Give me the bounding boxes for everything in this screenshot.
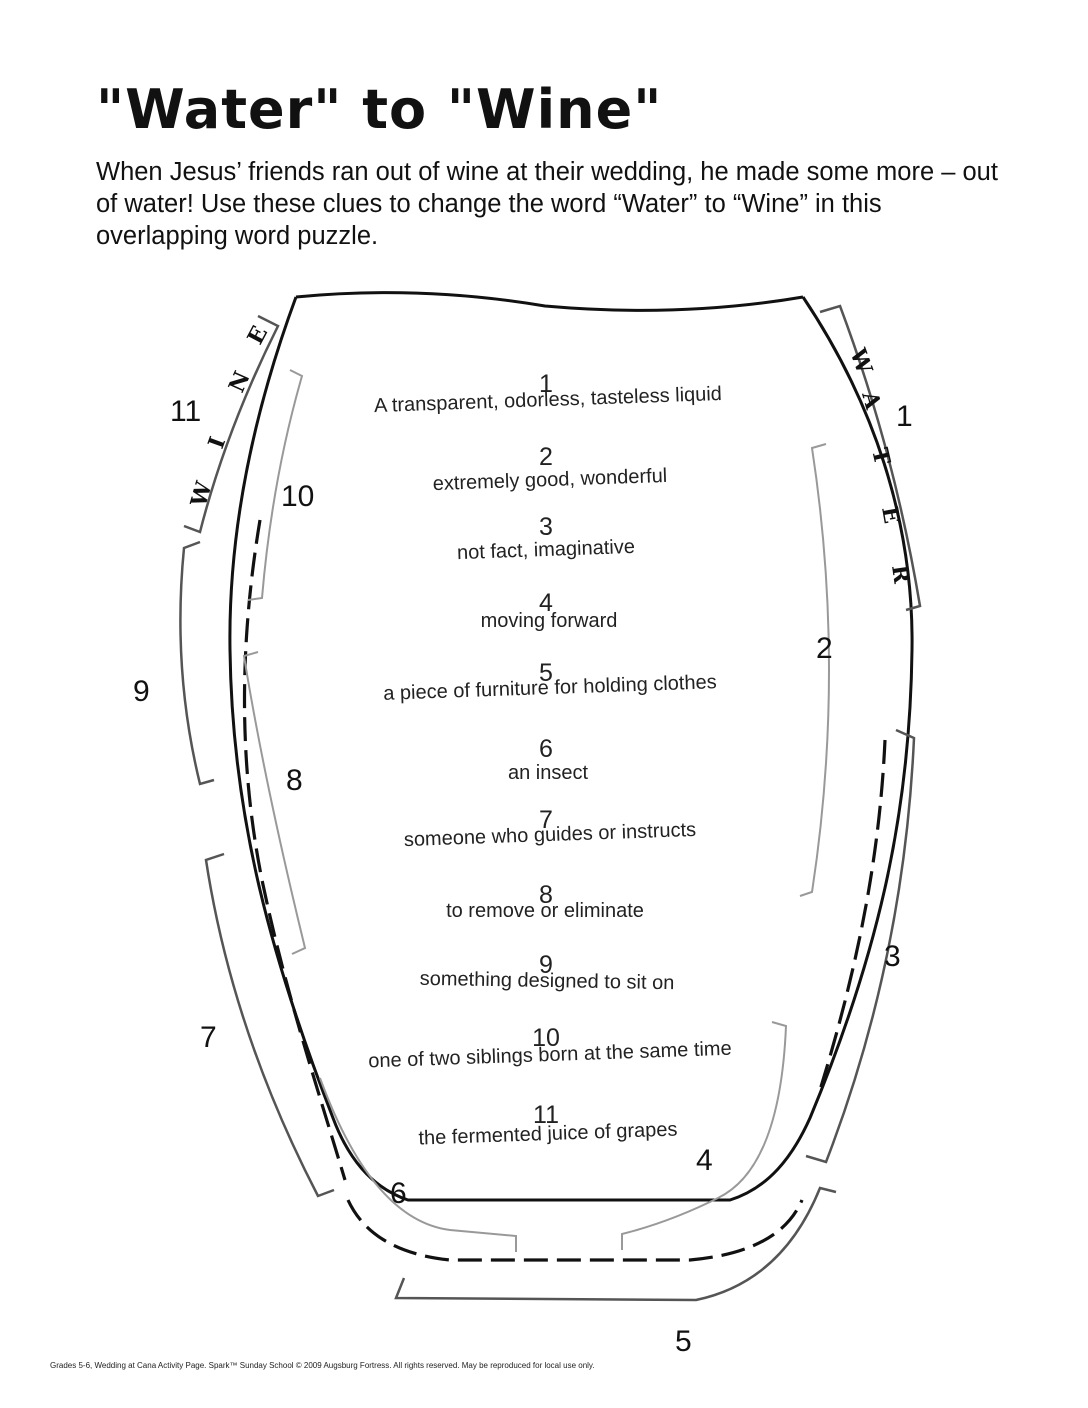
side-number-8: 8 — [286, 764, 303, 797]
side-number-9: 9 — [133, 675, 150, 708]
side-number-1: 1 — [896, 400, 913, 433]
clue-text: someone who guides or instructs — [403, 819, 696, 851]
bracket-6 — [319, 1077, 517, 1252]
end-letter: I — [203, 433, 231, 452]
clue-text: moving forward — [481, 610, 618, 632]
side-number-3: 3 — [884, 940, 901, 973]
side-number-5: 5 — [675, 1325, 692, 1358]
clue-number: 11 — [533, 1101, 559, 1129]
clue-number: 5 — [539, 659, 553, 687]
bracket-3 — [805, 728, 916, 1164]
clue-text: to remove or eliminate — [446, 900, 644, 922]
clue-text: a piece of furniture for holding clothes — [383, 671, 717, 705]
clue-number: 4 — [539, 589, 553, 617]
start-letter: T — [866, 446, 895, 468]
clue-text: extremely good, wonderful — [432, 465, 667, 495]
end-letter: N — [224, 367, 256, 396]
clue-number: 10 — [532, 1024, 560, 1052]
glass-outline — [228, 296, 914, 1202]
clue-text: the fermented juice of grapes — [418, 1118, 678, 1149]
bracket-5 — [394, 1186, 837, 1302]
bracket-1 — [819, 304, 922, 612]
clue-number: 2 — [539, 443, 553, 471]
footer-credit: Grades 5-6, Wedding at Cana Activity Pag… — [50, 1361, 595, 1370]
clue-item: 8to remove or eliminate — [446, 881, 644, 922]
side-number-2: 2 — [816, 632, 833, 665]
start-letter: E — [876, 505, 905, 526]
answer-track-bottom — [346, 1199, 804, 1262]
side-number-4: 4 — [696, 1144, 713, 1177]
clue-number: 3 — [539, 513, 553, 541]
clue-list: 1A transparent, odorless, tasteless liqu… — [368, 370, 732, 1150]
start-letter: W — [844, 344, 877, 377]
side-number-7: 7 — [200, 1021, 217, 1054]
clue-number: 7 — [539, 806, 553, 834]
bracket-8 — [242, 651, 307, 955]
bracket-10 — [247, 369, 304, 601]
side-number-6: 6 — [390, 1177, 407, 1210]
page-title: "Water" to "Wine" — [96, 78, 663, 141]
bracket-9 — [179, 540, 215, 786]
clue-text: an insect — [508, 762, 588, 784]
clue-number: 8 — [539, 881, 553, 909]
start-letter: R — [886, 563, 914, 585]
start-letter: A — [856, 388, 886, 413]
side-numbers: 1 2 3 4 5 6 7 8 9 10 11 — [133, 395, 913, 1358]
instructions: When Jesus’ friends ran out of wine at t… — [96, 158, 998, 250]
bracket-2 — [799, 443, 830, 897]
clue-number: 6 — [539, 735, 553, 763]
clue-item: 5a piece of furniture for holding clothe… — [383, 659, 717, 705]
clue-item: 1A transparent, odorless, tasteless liqu… — [374, 370, 723, 417]
clue-text: A transparent, odorless, tasteless liqui… — [374, 383, 723, 417]
bracket-7 — [204, 852, 335, 1198]
answer-track-right — [818, 739, 887, 1091]
clue-item: 6an insect — [508, 735, 588, 784]
side-number-11: 11 — [170, 395, 201, 428]
bracket-4 — [621, 1021, 788, 1250]
clue-number: 9 — [539, 951, 553, 979]
clue-number: 1 — [539, 370, 553, 398]
answer-track-left — [242, 519, 347, 1181]
bracket-11 — [183, 314, 280, 534]
glass-rim — [295, 291, 804, 312]
clue-text: not fact, imaginative — [457, 536, 636, 564]
side-number-10: 10 — [281, 480, 314, 513]
clue-text: something designed to sit on — [420, 968, 675, 994]
